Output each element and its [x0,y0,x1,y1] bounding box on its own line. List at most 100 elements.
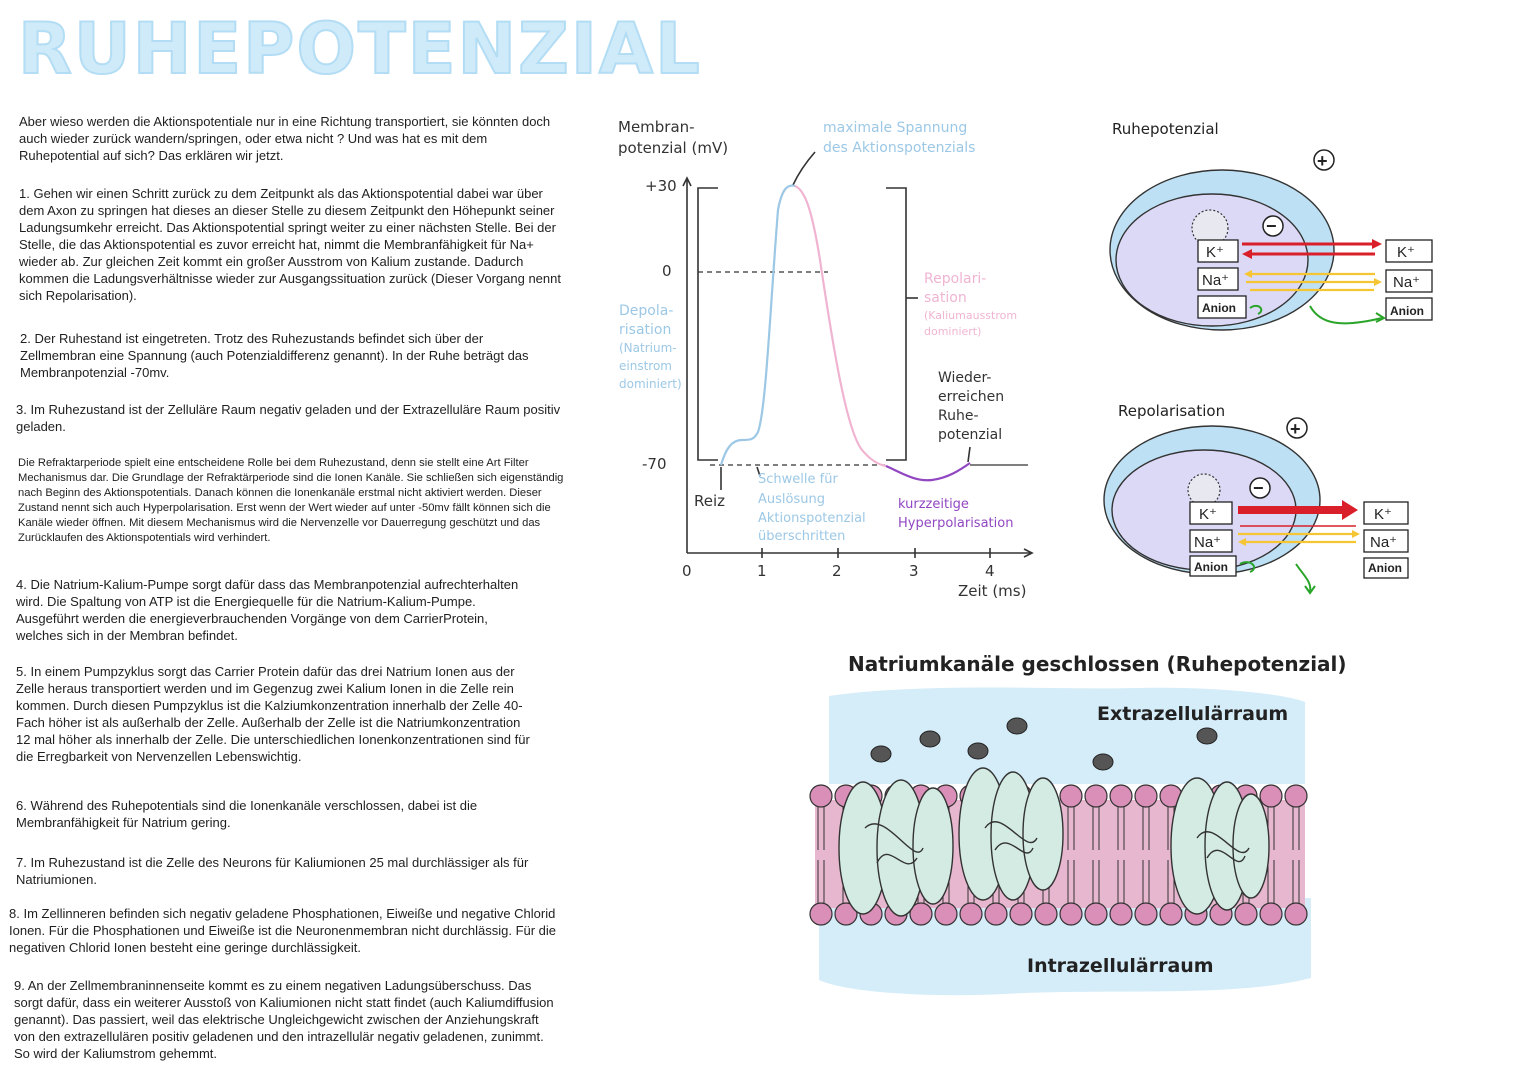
x-axis-arrow [1023,548,1034,558]
extracellular-space [829,687,1305,784]
refraktaer-paragraph: Die Refraktarperiode spielt eine entsche… [18,457,564,544]
paragraph-6: 6. Während des Ruhepotentials sind die I… [16,798,478,830]
depol-label-3: (Natrium- [619,341,677,355]
repol-label-2: sation [924,290,967,306]
plus-icon [1313,149,1335,171]
depolarisation-bracket [697,187,718,461]
repolarisation-curve [794,184,887,468]
repol-label-4: dominiert) [924,325,981,338]
extracellular-label: Extrazellulärraum [1097,703,1288,725]
repol-anion-arrow [1239,561,1256,573]
paragraph-8: 8. Im Zellinneren befinden sich negativ … [9,906,557,955]
sodium-ions [870,717,1218,771]
sodium-channel-3 [1170,777,1270,915]
resting-cell-title: Ruhepotenzial [1112,120,1219,138]
graph-ylabel-2: potenzial (mV) [618,139,728,157]
phospholipid-head [959,902,983,926]
repol-anion-inside: Anion [1194,560,1228,574]
phospholipid-head [1134,902,1158,926]
na-label-inside: Na⁺ [1202,272,1229,289]
phospholipid-head [834,902,858,926]
anion-arrow [1249,304,1263,315]
repolarisation-cell-diagram: Repolarisation + − K⁺ Na⁺ Anion K⁺ Na⁺ A… [1103,402,1409,595]
wieder-label-3: Ruhe- [938,408,979,424]
phospholipid-head [1284,784,1308,808]
paragraph-2: 2. Der Ruhestand ist eingetreten. Trotz … [20,331,529,380]
paragraph-7: 7. Im Ruhezustand ist die Zelle des Neur… [16,855,529,887]
na-label-outside: Na⁺ [1393,274,1420,291]
schwelle-label-2: Auslösung [758,492,825,507]
paragraph-4: 4. Die Natrium-Kalium-Pumpe sorgt dafür … [16,577,519,643]
depol-label-1: Depola- [619,303,673,319]
wieder-label-4: potenzial [938,427,1002,443]
phospholipid-tail [1117,807,1125,903]
x-tick-label-4: 4 [985,562,995,580]
paragraph-3: 3. Im Ruhezustand ist der Zelluläre Raum… [16,402,561,434]
phospholipid-head [1059,902,1083,926]
action-potential-graph: Membran- potenzial (mV) +30 0 -70 0 1 2 … [618,118,1034,600]
phospholipid-head [934,902,958,926]
hyperpolarisation-curve [885,462,971,482]
repol-plus-icon [1286,417,1308,439]
paragraph-1: 1. Gehen wir einen Schritt zurück zu dem… [19,186,561,303]
y-axis-arrow [682,176,692,187]
top-label-2: des Aktionspotenzials [823,140,975,156]
graph-xlabel: Zeit (ms) [958,582,1026,600]
hyper-label-2: Hyperpolarisation [898,516,1013,531]
resting-cell-diagram: Ruhepotenzial + − K⁺ Na⁺ Anion K⁺ Na⁺ An… [1109,120,1433,331]
x-tick-label-3: 3 [909,562,919,580]
repol-plus-sign: + [1290,419,1301,439]
phospholipid-head [1284,902,1308,926]
phospholipid-head [909,902,933,926]
phospholipid-head [1009,902,1033,926]
top-label-1: maximale Spannung [823,120,967,136]
paragraph-5: 5. In einem Pumpzyklus sorgt das Carrier… [16,664,530,764]
x-tick-label-2: 2 [832,562,842,580]
graph-ylabel-1: Membran- [618,118,695,136]
page-title: RUHEPOTENZIAL [17,7,702,91]
repolarisation-bracket [886,187,907,461]
phospholipid-head [1059,784,1083,808]
wieder-label-2: erreichen [938,389,1004,405]
repol-k-inside: K⁺ [1199,506,1217,523]
membrane-diagram: Extrazellulärraum Intrazellulärraum [809,687,1311,996]
y-tick-label-minus70: -70 [642,455,667,473]
phospholipid-tail [1092,807,1100,903]
repol-na-inside: Na⁺ [1194,534,1221,551]
repol-k-outside: K⁺ [1374,506,1392,523]
x-tick-label-0: 0 [682,562,692,580]
phospholipid-head [1159,902,1183,926]
phospholipid-head [1109,784,1133,808]
depolarisation-curve [719,184,796,466]
y-tick-label-0: 0 [662,262,672,280]
phospholipid-head [1259,902,1283,926]
repol-minus-sign: − [1253,478,1264,498]
minus-icon [1262,215,1284,237]
x-tick-label-1: 1 [757,562,767,580]
depol-label-2: risation [619,322,671,338]
anion-label-outside: Anion [1390,304,1424,318]
phospholipid-head [809,902,833,926]
schwelle-label-4: überschritten [758,529,845,544]
membrane-title: Natriumkanäle geschlossen (Ruhepotenzial… [848,652,1347,676]
phospholipid-tail [1142,807,1150,903]
repol-minus-icon [1249,477,1271,499]
phospholipid-head [809,784,833,808]
repol-label-1: Repolari- [924,271,986,287]
anion-label-inside: Anion [1202,301,1236,315]
wieder-label-1: Wieder- [938,370,991,386]
phospholipid-head [984,902,1008,926]
k-label-inside: K⁺ [1206,244,1224,261]
plus-sign: + [1317,151,1328,171]
depol-label-5: dominiert) [619,377,682,391]
phospholipid-head [1084,784,1108,808]
phospholipid-head [1234,902,1258,926]
sodium-channel-2 [958,767,1064,901]
paragraph-9: 9. An der Zellmembraninnenseite kommt es… [14,978,554,1061]
sodium-channel-1 [838,779,954,917]
repol-anion-outside: Anion [1368,561,1402,575]
repol-cell-title: Repolarisation [1118,402,1225,420]
phospholipid-head [1109,902,1133,926]
k-label-outside: K⁺ [1397,244,1415,261]
phospholipid-heads-bottom [809,902,1308,926]
